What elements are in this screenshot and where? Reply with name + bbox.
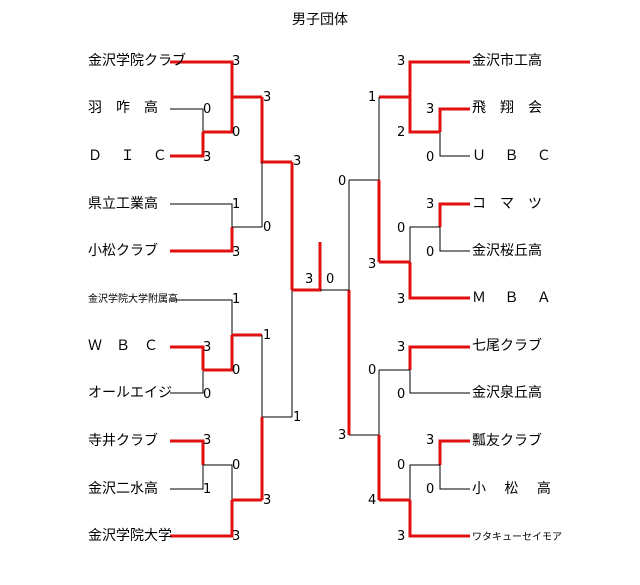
winner-path-44	[408, 500, 470, 538]
team-left-11: 金沢学院大学	[88, 528, 172, 544]
score-l-r3-d: 3	[263, 493, 272, 508]
bracket-path-39	[409, 370, 470, 394]
score-r-r2-c: 0	[426, 150, 435, 165]
team-left-3: Ｄ Ｉ Ｃ	[88, 148, 167, 164]
winner-path-12	[170, 345, 205, 370]
team-right-10: 小 松 高	[472, 481, 551, 497]
score-l-r4-a: 3	[293, 154, 302, 169]
score-r-r3-a: 1	[368, 90, 377, 105]
winner-path-14	[203, 335, 234, 372]
bracket-path-17	[170, 465, 204, 490]
team-right-11: ワタキューセイモア	[472, 532, 562, 543]
winner-path-29	[408, 97, 440, 134]
score-l-r2-h: 3	[232, 529, 241, 544]
team-left-4: 県立工業高	[88, 196, 158, 212]
team-right-7: 七尾クラブ	[472, 338, 542, 354]
score-r-r2-a: 3	[426, 102, 435, 117]
score-l-r1-a: 0	[203, 102, 212, 117]
bracket-title: 男子団体	[292, 12, 348, 28]
score-r-r1-c: 0	[426, 245, 435, 260]
score-r-r2-i: 3	[397, 529, 406, 544]
team-right-3: Ｕ Ｂ Ｃ	[472, 148, 551, 164]
winner-path-19	[170, 500, 234, 538]
winner-path-3	[170, 132, 205, 158]
winner-path-26	[408, 60, 470, 97]
score-l-r2-c: 1	[232, 197, 241, 212]
score-l-r1-b: 3	[203, 150, 212, 165]
score-l-r2-g: 0	[232, 458, 241, 473]
score-final-left: 3	[305, 272, 314, 287]
winner-path-4	[203, 97, 234, 134]
bracket-path-43	[409, 464, 440, 500]
team-right-5: 金沢桜丘高	[472, 243, 542, 259]
bracket-path-13	[170, 370, 204, 394]
team-right-4: コ マ ツ	[472, 196, 542, 212]
team-right-1: 金沢市工高	[472, 53, 542, 69]
score-l-r1-e: 3	[203, 433, 212, 448]
score-l-r4-b: 1	[293, 410, 302, 425]
team-left-10: 金沢二水高	[88, 481, 158, 497]
team-left-5: 小松クラブ	[88, 243, 158, 259]
winner-path-7	[170, 227, 234, 253]
bracket-path-2	[170, 108, 204, 132]
team-left-1: 金沢学院クラブ	[88, 53, 186, 69]
team-right-9: 瓢友クラブ	[472, 433, 542, 449]
score-r-r3-c: 0	[368, 363, 377, 378]
score-r-r2-b: 2	[397, 125, 406, 140]
score-l-r2-a: 3	[232, 54, 241, 69]
team-right-2: 飛 翔 会	[472, 100, 542, 116]
bracket-path-36	[349, 97, 380, 181]
team-left-2: 羽 咋 高	[88, 100, 158, 116]
score-r-r1-b: 3	[426, 197, 435, 212]
team-left-8: オールエイジ	[88, 385, 172, 401]
score-r-r2-g: 0	[397, 387, 406, 402]
score-r-r1-a: 3	[397, 54, 406, 69]
score-l-r3-a: 3	[263, 90, 272, 105]
score-l-r1-f: 1	[203, 482, 212, 497]
bracket-path-21	[261, 335, 292, 418]
bracket-path-42	[439, 465, 470, 490]
team-left-9: 寺井クラブ	[88, 433, 158, 449]
bracket-path-11	[170, 299, 233, 335]
score-r-r4-a: 0	[338, 174, 347, 189]
score-final-right: 0	[326, 272, 335, 287]
score-l-r3-b: 0	[263, 220, 272, 235]
score-l-r1-d: 0	[203, 387, 212, 402]
bracket-path-33	[409, 226, 440, 262]
winner-path-34	[408, 262, 470, 300]
score-r-r2-e: 3	[397, 292, 406, 307]
team-right-6: Ｍ Ｂ Ａ	[472, 290, 551, 306]
winner-path-9	[260, 97, 292, 164]
score-r-r1-d: 3	[426, 433, 435, 448]
bracket-path-32	[439, 227, 470, 252]
winner-path-31	[438, 202, 470, 227]
score-r-r3-b: 3	[368, 257, 377, 272]
bracket-path-6	[170, 203, 233, 227]
score-l-r2-d: 3	[232, 245, 241, 260]
score-l-r2-b: 0	[232, 125, 241, 140]
score-r-r2-f: 3	[397, 340, 406, 355]
team-left-6: 金沢学院大学附属高	[88, 294, 178, 305]
winner-path-41	[438, 439, 470, 465]
winner-path-1	[170, 60, 234, 97]
score-l-r2-f: 0	[232, 363, 241, 378]
bracket-path-46	[349, 370, 380, 436]
winner-path-38	[408, 345, 470, 370]
winner-path-16	[170, 439, 205, 465]
score-r-r4-b: 3	[338, 428, 347, 443]
score-l-r2-e: 1	[232, 292, 241, 307]
winner-path-27	[438, 107, 470, 132]
score-l-r3-c: 1	[263, 328, 272, 343]
score-r-r2-d: 0	[397, 221, 406, 236]
bracket-path-28	[439, 132, 470, 157]
team-right-8: 金沢泉丘高	[472, 385, 542, 401]
score-r-r2-h: 0	[397, 458, 406, 473]
bracket-path-18	[203, 464, 233, 500]
score-r-r1-e: 0	[426, 482, 435, 497]
score-l-r1-c: 3	[203, 340, 212, 355]
score-r-r3-d: 4	[368, 493, 377, 508]
team-left-7: Ｗ Ｂ Ｃ	[88, 338, 158, 354]
